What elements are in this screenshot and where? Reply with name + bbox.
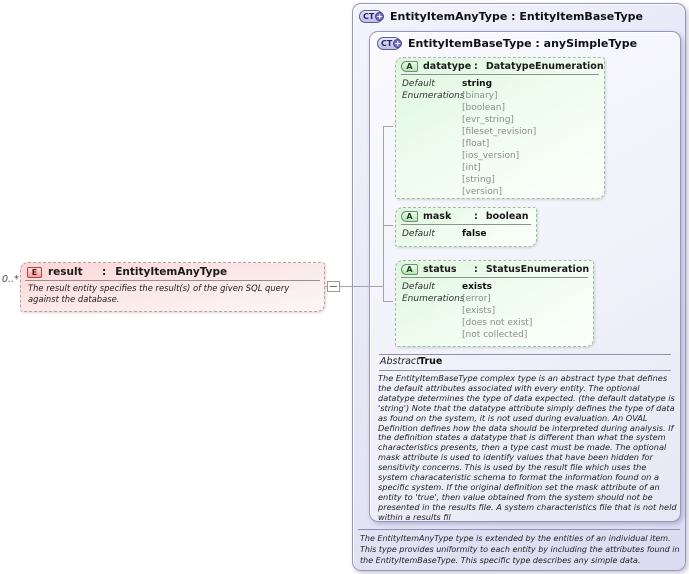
- element-colon: :: [102, 266, 107, 278]
- facet-values: exists [error] [exists] [does not exist]…: [462, 281, 532, 341]
- attribute-icon: A: [401, 211, 418, 222]
- enumeration-item: [float]: [462, 139, 490, 149]
- complex-type-icon: CT +: [359, 10, 385, 23]
- attribute-header[interactable]: A mask : boolean: [396, 208, 536, 224]
- cardinality-label: 0..*: [2, 274, 19, 285]
- attribute-header[interactable]: A datatype : DatatypeEnumeration: [396, 58, 604, 74]
- attribute-box-datatype[interactable]: A datatype : DatatypeEnumeration Default…: [395, 57, 605, 199]
- enumerations-label: Enumerations: [402, 91, 465, 101]
- connector-stub-mask: [383, 225, 393, 226]
- element-icon: E: [27, 266, 42, 278]
- base-type-description: The EntityItemBaseType complex type is a…: [378, 374, 677, 521]
- element-separator: [25, 280, 320, 281]
- attribute-name: status: [423, 264, 457, 275]
- attribute-name: datatype: [423, 61, 472, 72]
- attribute-header[interactable]: A status : StatusEnumeration: [396, 261, 593, 277]
- attribute-box-mask[interactable]: A mask : boolean Default false: [395, 207, 537, 247]
- attribute-type: StatusEnumeration: [485, 264, 590, 275]
- default-label: Default: [402, 79, 435, 89]
- enumeration-item: [not collected]: [462, 330, 528, 340]
- complex-type-panel-entityitembasetype: CT + EntityItemBaseType : anySimpleType …: [369, 31, 681, 522]
- outer-type-note: The EntityItemAnyType type is extended b…: [360, 534, 680, 565]
- outer-type-header[interactable]: CT + EntityItemAnyType : EntityItemBaseT…: [359, 10, 643, 23]
- attribute-colon: :: [474, 211, 478, 222]
- facet-labels: Default: [402, 228, 462, 240]
- connector-main: [325, 286, 383, 287]
- attribute-facets: Default Enumerations string [binary] [bo…: [396, 75, 604, 200]
- plus-icon: +: [375, 12, 385, 21]
- abstract-row: Abstract True: [380, 356, 442, 367]
- minus-icon: [330, 286, 337, 287]
- enumeration-item: [version]: [462, 187, 502, 197]
- collapse-toggle[interactable]: [327, 281, 340, 292]
- element-box-result[interactable]: E result : EntityItemAnyType The result …: [20, 262, 325, 312]
- enumeration-item: [fileset_revision]: [462, 127, 537, 137]
- outer-type-title: EntityItemAnyType : EntityItemBaseType: [390, 10, 643, 23]
- default-value: string: [462, 79, 493, 89]
- attribute-type: boolean: [485, 211, 529, 222]
- element-name: result: [48, 266, 83, 278]
- facet-labels: Default Enumerations: [402, 78, 465, 198]
- enumeration-item: [binary]: [462, 91, 498, 101]
- abstract-rule-top: [379, 354, 671, 355]
- enumeration-item: [exists]: [462, 306, 496, 316]
- attribute-box-status[interactable]: A status : StatusEnumeration Default Enu…: [395, 260, 594, 347]
- attribute-name: mask: [423, 211, 452, 222]
- abstract-rule-bottom: [379, 370, 671, 371]
- complex-type-icon: CT +: [377, 37, 403, 50]
- connector-bracket: [383, 126, 384, 302]
- enumeration-item: [string]: [462, 175, 495, 185]
- attribute-separator: [401, 277, 588, 278]
- attribute-icon: A: [401, 61, 418, 72]
- connector-stub-status: [383, 301, 393, 302]
- attribute-facets: Default Enumerations exists [error] [exi…: [396, 278, 593, 343]
- enumeration-item: [ios_version]: [462, 151, 520, 161]
- connector-stub-datatype: [383, 126, 393, 127]
- base-type-header[interactable]: CT + EntityItemBaseType : anySimpleType: [377, 37, 637, 50]
- enumeration-item: [error]: [462, 294, 491, 304]
- abstract-label: Abstract: [380, 356, 420, 367]
- attribute-separator: [401, 74, 599, 75]
- enumerations-label: Enumerations: [402, 294, 465, 304]
- default-label: Default: [402, 282, 435, 292]
- plus-icon: +: [393, 39, 403, 48]
- attribute-colon: :: [474, 264, 478, 275]
- facet-values: string [binary] [boolean] [evr_string] […: [462, 78, 536, 198]
- element-type: EntityItemAnyType: [115, 266, 228, 278]
- facet-values: false: [462, 228, 487, 240]
- default-value: exists: [462, 282, 493, 292]
- enumeration-item: [evr_string]: [462, 115, 514, 125]
- facet-labels: Default Enumerations: [402, 281, 465, 341]
- attribute-facets: Default false: [396, 225, 536, 242]
- enumeration-item: [int]: [462, 163, 481, 173]
- base-type-title: EntityItemBaseType : anySimpleType: [408, 37, 638, 50]
- attribute-type: DatatypeEnumeration: [485, 61, 604, 72]
- complex-type-icon-text: CT: [381, 39, 393, 48]
- complex-type-icon-text: CT: [363, 12, 375, 21]
- outer-note-rule: [358, 529, 680, 530]
- abstract-value: True: [419, 356, 443, 367]
- enumeration-item: [does not exist]: [462, 318, 533, 328]
- attribute-separator: [401, 224, 531, 225]
- default-label: Default: [402, 229, 435, 239]
- element-header[interactable]: E result : EntityItemAnyType: [21, 263, 324, 280]
- attribute-icon: A: [401, 264, 418, 275]
- default-value: false: [462, 229, 487, 239]
- complex-type-panel-entityitemanytype: CT + EntityItemAnyType : EntityItemBaseT…: [352, 3, 686, 571]
- enumeration-item: [boolean]: [462, 103, 506, 113]
- attribute-colon: :: [474, 61, 478, 72]
- element-description: The result entity specifies the result(s…: [28, 283, 290, 304]
